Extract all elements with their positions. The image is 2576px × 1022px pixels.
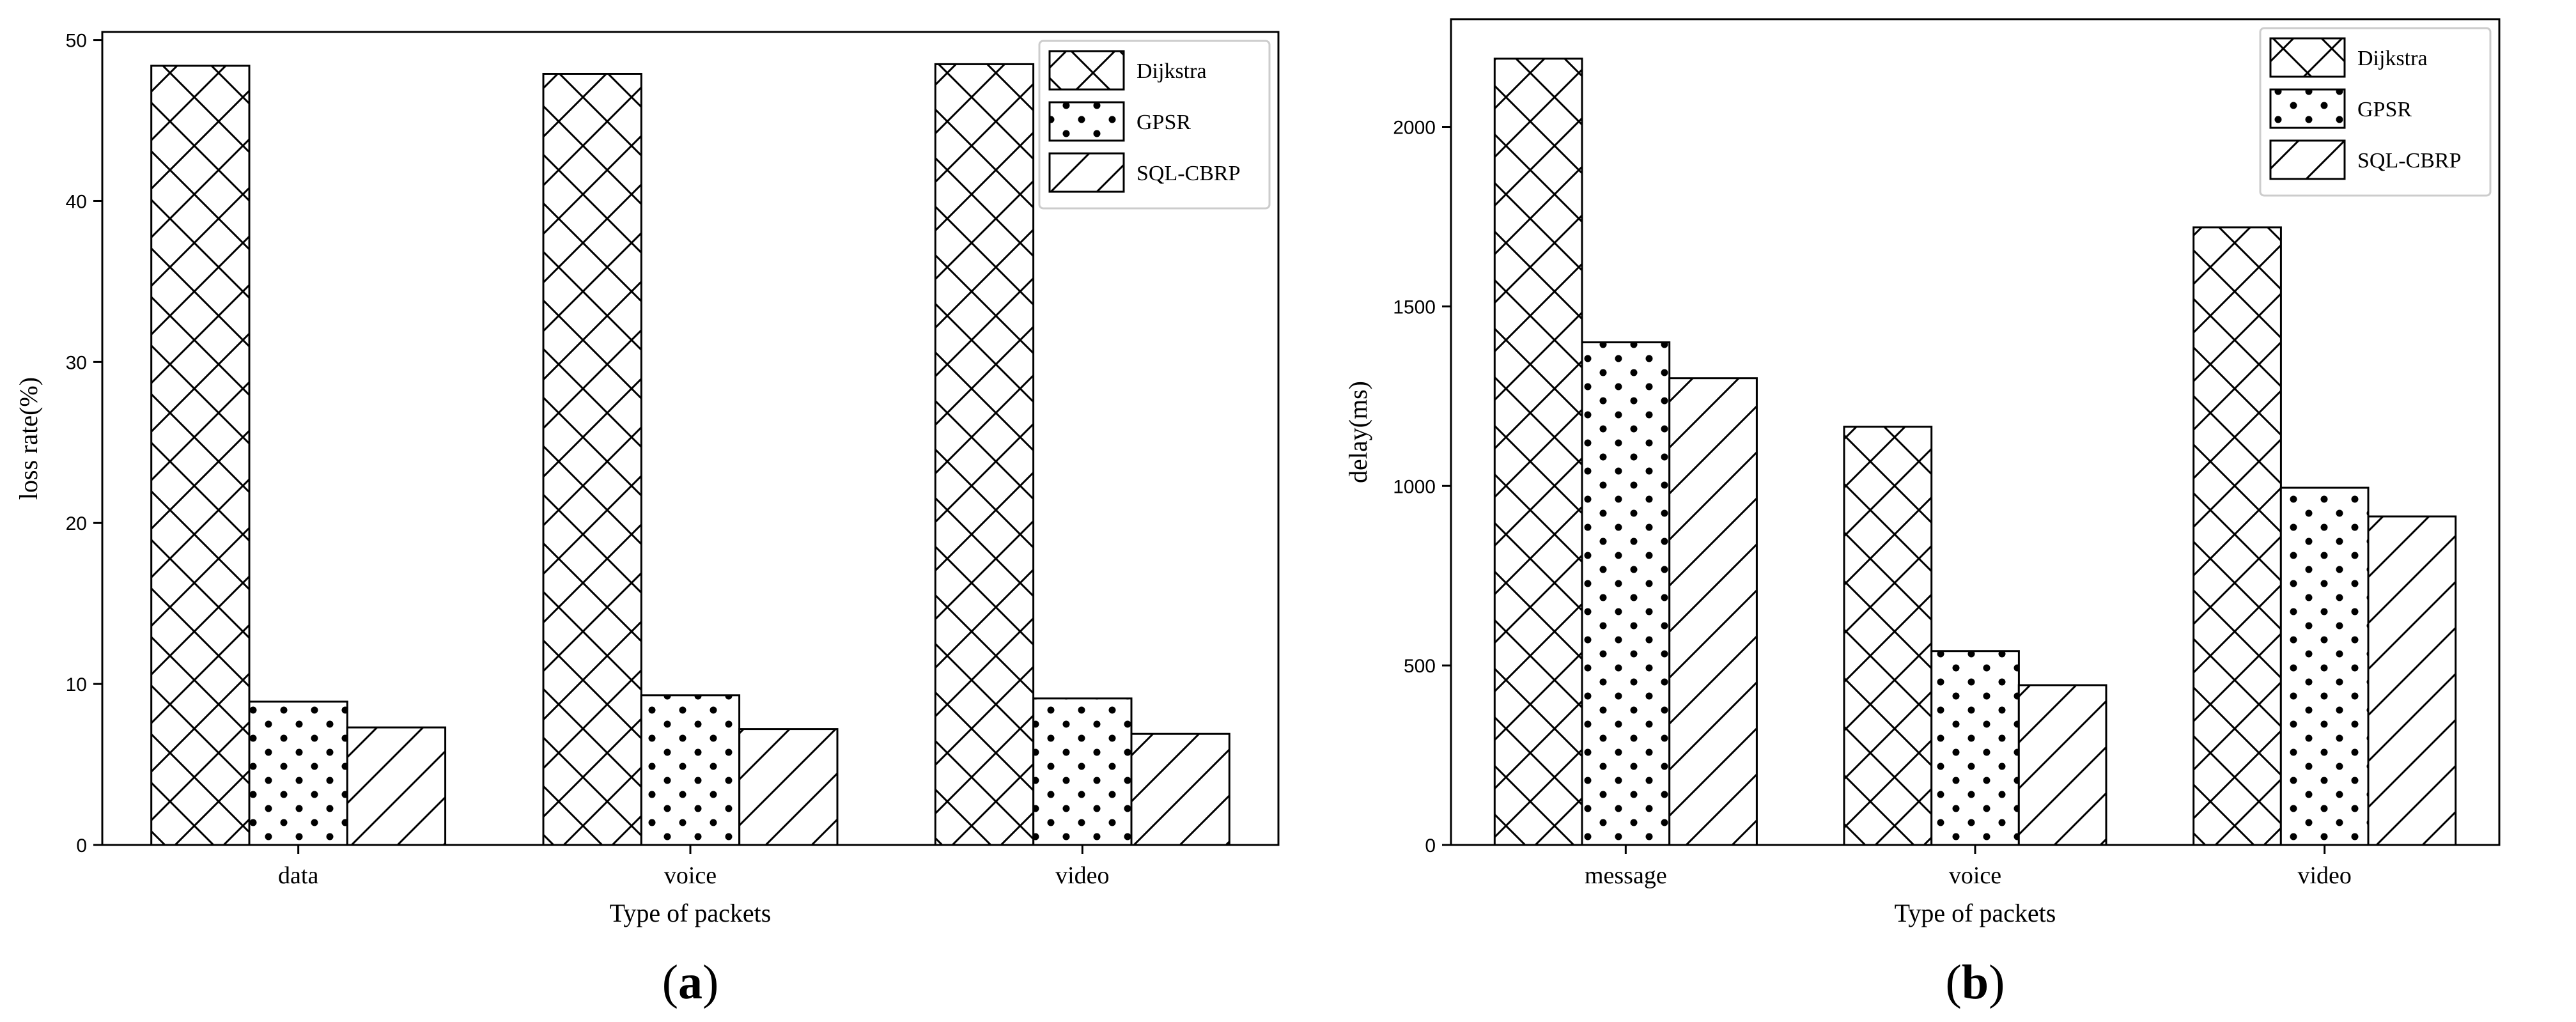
bar-sql-cbrp-voice <box>2017 684 2107 846</box>
legend-label: SQL-CBRP <box>1137 162 1241 185</box>
bar-gpsr-video <box>2279 486 2370 846</box>
bar-sql-cbrp-data <box>346 726 447 846</box>
legend-swatch-gpsr <box>1048 101 1125 142</box>
y-tick-label: 1000 <box>1393 476 1436 497</box>
x-tick-label: voice <box>1949 862 2001 889</box>
y-tick-label: 1500 <box>1393 297 1436 318</box>
y-tick-label: 2000 <box>1393 118 1436 139</box>
y-tick-label: 500 <box>1404 656 1436 677</box>
bar-dijkstra-video <box>934 63 1035 846</box>
legend-swatch-dijkstra <box>2269 37 2346 78</box>
x-tick-label: data <box>278 862 318 889</box>
x-axis-label: Type of packets <box>1895 899 2056 927</box>
x-tick-label: voice <box>664 862 717 889</box>
bar-dijkstra-message <box>1493 58 1583 846</box>
bar-gpsr-video <box>1032 697 1133 846</box>
x-tick-label: video <box>2297 862 2351 889</box>
x-tick-label: message <box>1585 862 1667 889</box>
y-axis-label: delay(ms) <box>1344 381 1372 483</box>
bar-dijkstra-voice <box>1843 426 1933 846</box>
bar-dijkstra-data <box>150 65 251 846</box>
y-tick-label: 40 <box>66 191 87 212</box>
bar-gpsr-voice <box>640 694 741 846</box>
bar-sql-cbrp-message <box>1668 377 1758 846</box>
legend-label: GPSR <box>2357 98 2412 121</box>
legend-label: SQL-CBRP <box>2357 149 2462 173</box>
legend-label: Dijkstra <box>2357 47 2428 70</box>
y-tick-label: 0 <box>1425 835 1436 856</box>
bar-gpsr-message <box>1581 341 1671 846</box>
x-tick-label: video <box>1055 862 1109 889</box>
bar-sql-cbrp-voice <box>738 728 839 846</box>
y-axis-label: loss rate(%) <box>14 377 43 500</box>
legend-swatch-sql-cbrp <box>1048 152 1125 193</box>
legend-swatch-sql-cbrp <box>2269 139 2346 180</box>
bar-dijkstra-voice <box>542 73 642 846</box>
y-tick-label: 30 <box>66 352 87 373</box>
bar-sql-cbrp-video <box>1130 732 1230 846</box>
y-tick-label: 20 <box>66 513 87 534</box>
legend-swatch-dijkstra <box>1048 50 1125 91</box>
bar-dijkstra-video <box>2192 226 2282 846</box>
y-tick-label: 50 <box>66 31 87 52</box>
legend-swatch-gpsr <box>2269 88 2346 129</box>
bar-gpsr-voice <box>1930 650 2020 846</box>
panel-label: (a) <box>662 956 719 1009</box>
legend-label: Dijkstra <box>1137 59 1207 83</box>
legend-label: GPSR <box>1137 111 1191 134</box>
bar-sql-cbrp-video <box>2367 515 2457 846</box>
panel-label: (b) <box>1946 956 2005 1009</box>
y-tick-label: 10 <box>66 674 87 695</box>
bar-gpsr-data <box>248 701 348 846</box>
y-tick-label: 0 <box>76 835 87 856</box>
x-axis-label: Type of packets <box>610 899 772 927</box>
